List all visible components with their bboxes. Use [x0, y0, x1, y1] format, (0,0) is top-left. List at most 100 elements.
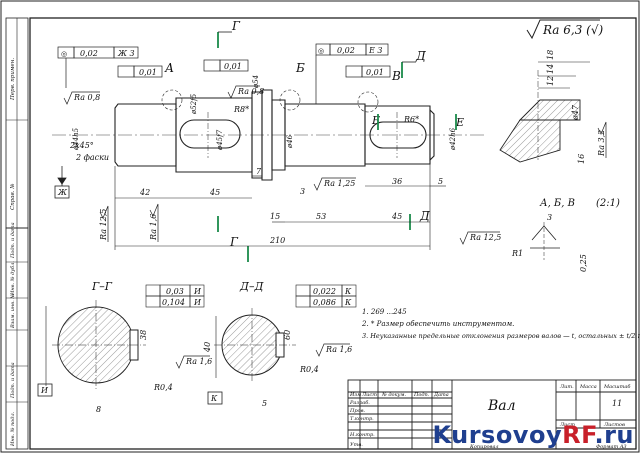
tol-k-2: К: [344, 298, 352, 307]
tb-copied: Копировал: [469, 444, 499, 450]
tb-nkontr: Н.контр.: [349, 432, 375, 438]
cut-d-bottom: Д: [419, 209, 430, 223]
tol-zh3: Ж 3: [117, 49, 135, 58]
detail-scale: (2:1): [596, 198, 620, 209]
view-v-label: В: [391, 69, 401, 83]
dim-45a: 45: [209, 188, 220, 197]
tol-003: 0,03: [166, 287, 184, 296]
dim-18: 18: [546, 50, 555, 60]
tb-date: Дата: [433, 392, 449, 398]
tb-scale-label: Масштаб: [603, 383, 631, 390]
datum-zh: [54, 166, 70, 199]
tol-i-2: И: [193, 298, 202, 307]
section-gg-title: Г–Г: [91, 280, 113, 293]
inner-frame: [29, 17, 637, 450]
dim-36: 36: [392, 177, 402, 186]
view-a-label: А: [164, 61, 174, 75]
dd-r04: R0,4: [299, 365, 319, 374]
concentric-icon: ◎: [61, 50, 67, 58]
tb-razrab: Разраб.: [349, 399, 370, 406]
datum-i: [37, 383, 53, 397]
section-dd: [214, 308, 296, 382]
detail-r1: R1: [511, 249, 523, 258]
tb-mass: Масса: [579, 384, 597, 390]
detail-025: 0,25: [579, 254, 588, 272]
tb-prov: Пров.: [349, 408, 365, 414]
tb-lit: Лит.: [559, 384, 574, 390]
stamp-podp1: Подп. и дата: [10, 222, 16, 259]
section-gg: [45, 300, 146, 390]
stamp-podp2: Подп. и дата: [10, 362, 16, 399]
tol-gg: [145, 284, 205, 308]
dim-53: 53: [316, 212, 326, 221]
section-dd-title: Д–Д: [239, 280, 264, 293]
tb-list: Лист: [361, 392, 377, 398]
cut-g-bottom: Г: [229, 235, 239, 249]
length-dims: [114, 164, 446, 250]
key2-label: R6*: [403, 115, 419, 124]
tol-001-c: 0,01: [366, 68, 384, 77]
concentric-icon-2: ◎: [318, 47, 324, 55]
tol-002-b: 0,02: [337, 46, 355, 55]
tb-sheets-label: Лист: [559, 422, 575, 428]
datum-i-letter: И: [40, 386, 49, 395]
detail-groove: [530, 222, 560, 260]
dim-3: 3: [300, 187, 305, 196]
dim-d2: ø52f5: [190, 93, 198, 115]
detail-view: [499, 61, 590, 163]
view-b-label: Б: [295, 61, 305, 75]
tol-001-a: 0,01: [139, 68, 157, 77]
note-3: 3. Неуказанные предельные отклонения раз…: [362, 332, 640, 340]
note-1: 1. 269 ...245: [362, 308, 407, 316]
dim-d3: ø45f7: [216, 129, 224, 151]
tolerance-frame-mid: [315, 43, 391, 104]
cut-e-left: Е: [371, 114, 380, 127]
ra08-a: Ra 0,8: [73, 93, 100, 102]
dim-45b: 45: [391, 212, 402, 221]
stamp-inv-podl: Инв. № подл.: [10, 411, 16, 447]
ra-marks: [63, 85, 607, 369]
stamp-sprav: Справ. №: [10, 184, 16, 210]
tb-tkontr: Т.контр.: [350, 416, 374, 422]
dim-210: 210: [269, 236, 285, 245]
dim-16: 16: [577, 154, 586, 164]
ra125-c: Ra 12,5: [469, 233, 501, 242]
dim-5: 5: [438, 177, 443, 186]
stamp-inv-dubl: Инв. № дубл.: [9, 261, 16, 296]
detail-dim-3: 3: [547, 213, 552, 222]
cut-g-top: Г: [231, 19, 241, 33]
key1-label: R8*: [233, 105, 249, 114]
dd-dim-60: 60: [283, 330, 292, 340]
dim-7: 7: [256, 167, 262, 176]
chamfer2-label: 2 фаски: [75, 153, 109, 162]
tol-002-a: 0,02: [80, 49, 98, 58]
dim-d4: ø54: [252, 75, 260, 89]
tol-dd: [295, 284, 357, 308]
gg-r04: R0,4: [153, 383, 173, 392]
roughness-general: Ra 6,3 (√): [526, 19, 604, 40]
tb-format: Формат A3: [596, 444, 627, 450]
tb-sign: Подп.: [413, 392, 430, 398]
title-block: [347, 379, 637, 450]
cut-e-right: Е: [455, 116, 464, 129]
section-markers: [217, 31, 457, 262]
stamp-perv: Перв. примен.: [10, 58, 16, 101]
ra16-a: Ra 1,6: [149, 214, 158, 241]
shaft-main-view: [52, 89, 486, 181]
ra32: Ra 3,2: [597, 130, 606, 157]
watermark-logo: KursovoyRF.ru: [432, 421, 634, 449]
note-2: 2. * Размер обеспечить инструментом.: [361, 320, 514, 328]
detail-label: А, Б, В: [539, 198, 575, 209]
cut-d-top: Д: [415, 49, 426, 63]
svg-text:Ra 6,3 (√): Ra 6,3 (√): [542, 23, 604, 37]
gg-dim-38: 38: [139, 330, 148, 340]
callout-circles: [161, 89, 379, 113]
dd-dim-40: 40: [203, 342, 212, 353]
tb-sheet-total-label: Листов: [603, 422, 625, 428]
ra125-a: Ra 12,5: [99, 209, 108, 241]
chamfer-label: 2x45°: [69, 141, 94, 150]
ra16-c: Ra 1,6: [185, 357, 212, 366]
dim-d1: ø44h5: [72, 127, 80, 151]
